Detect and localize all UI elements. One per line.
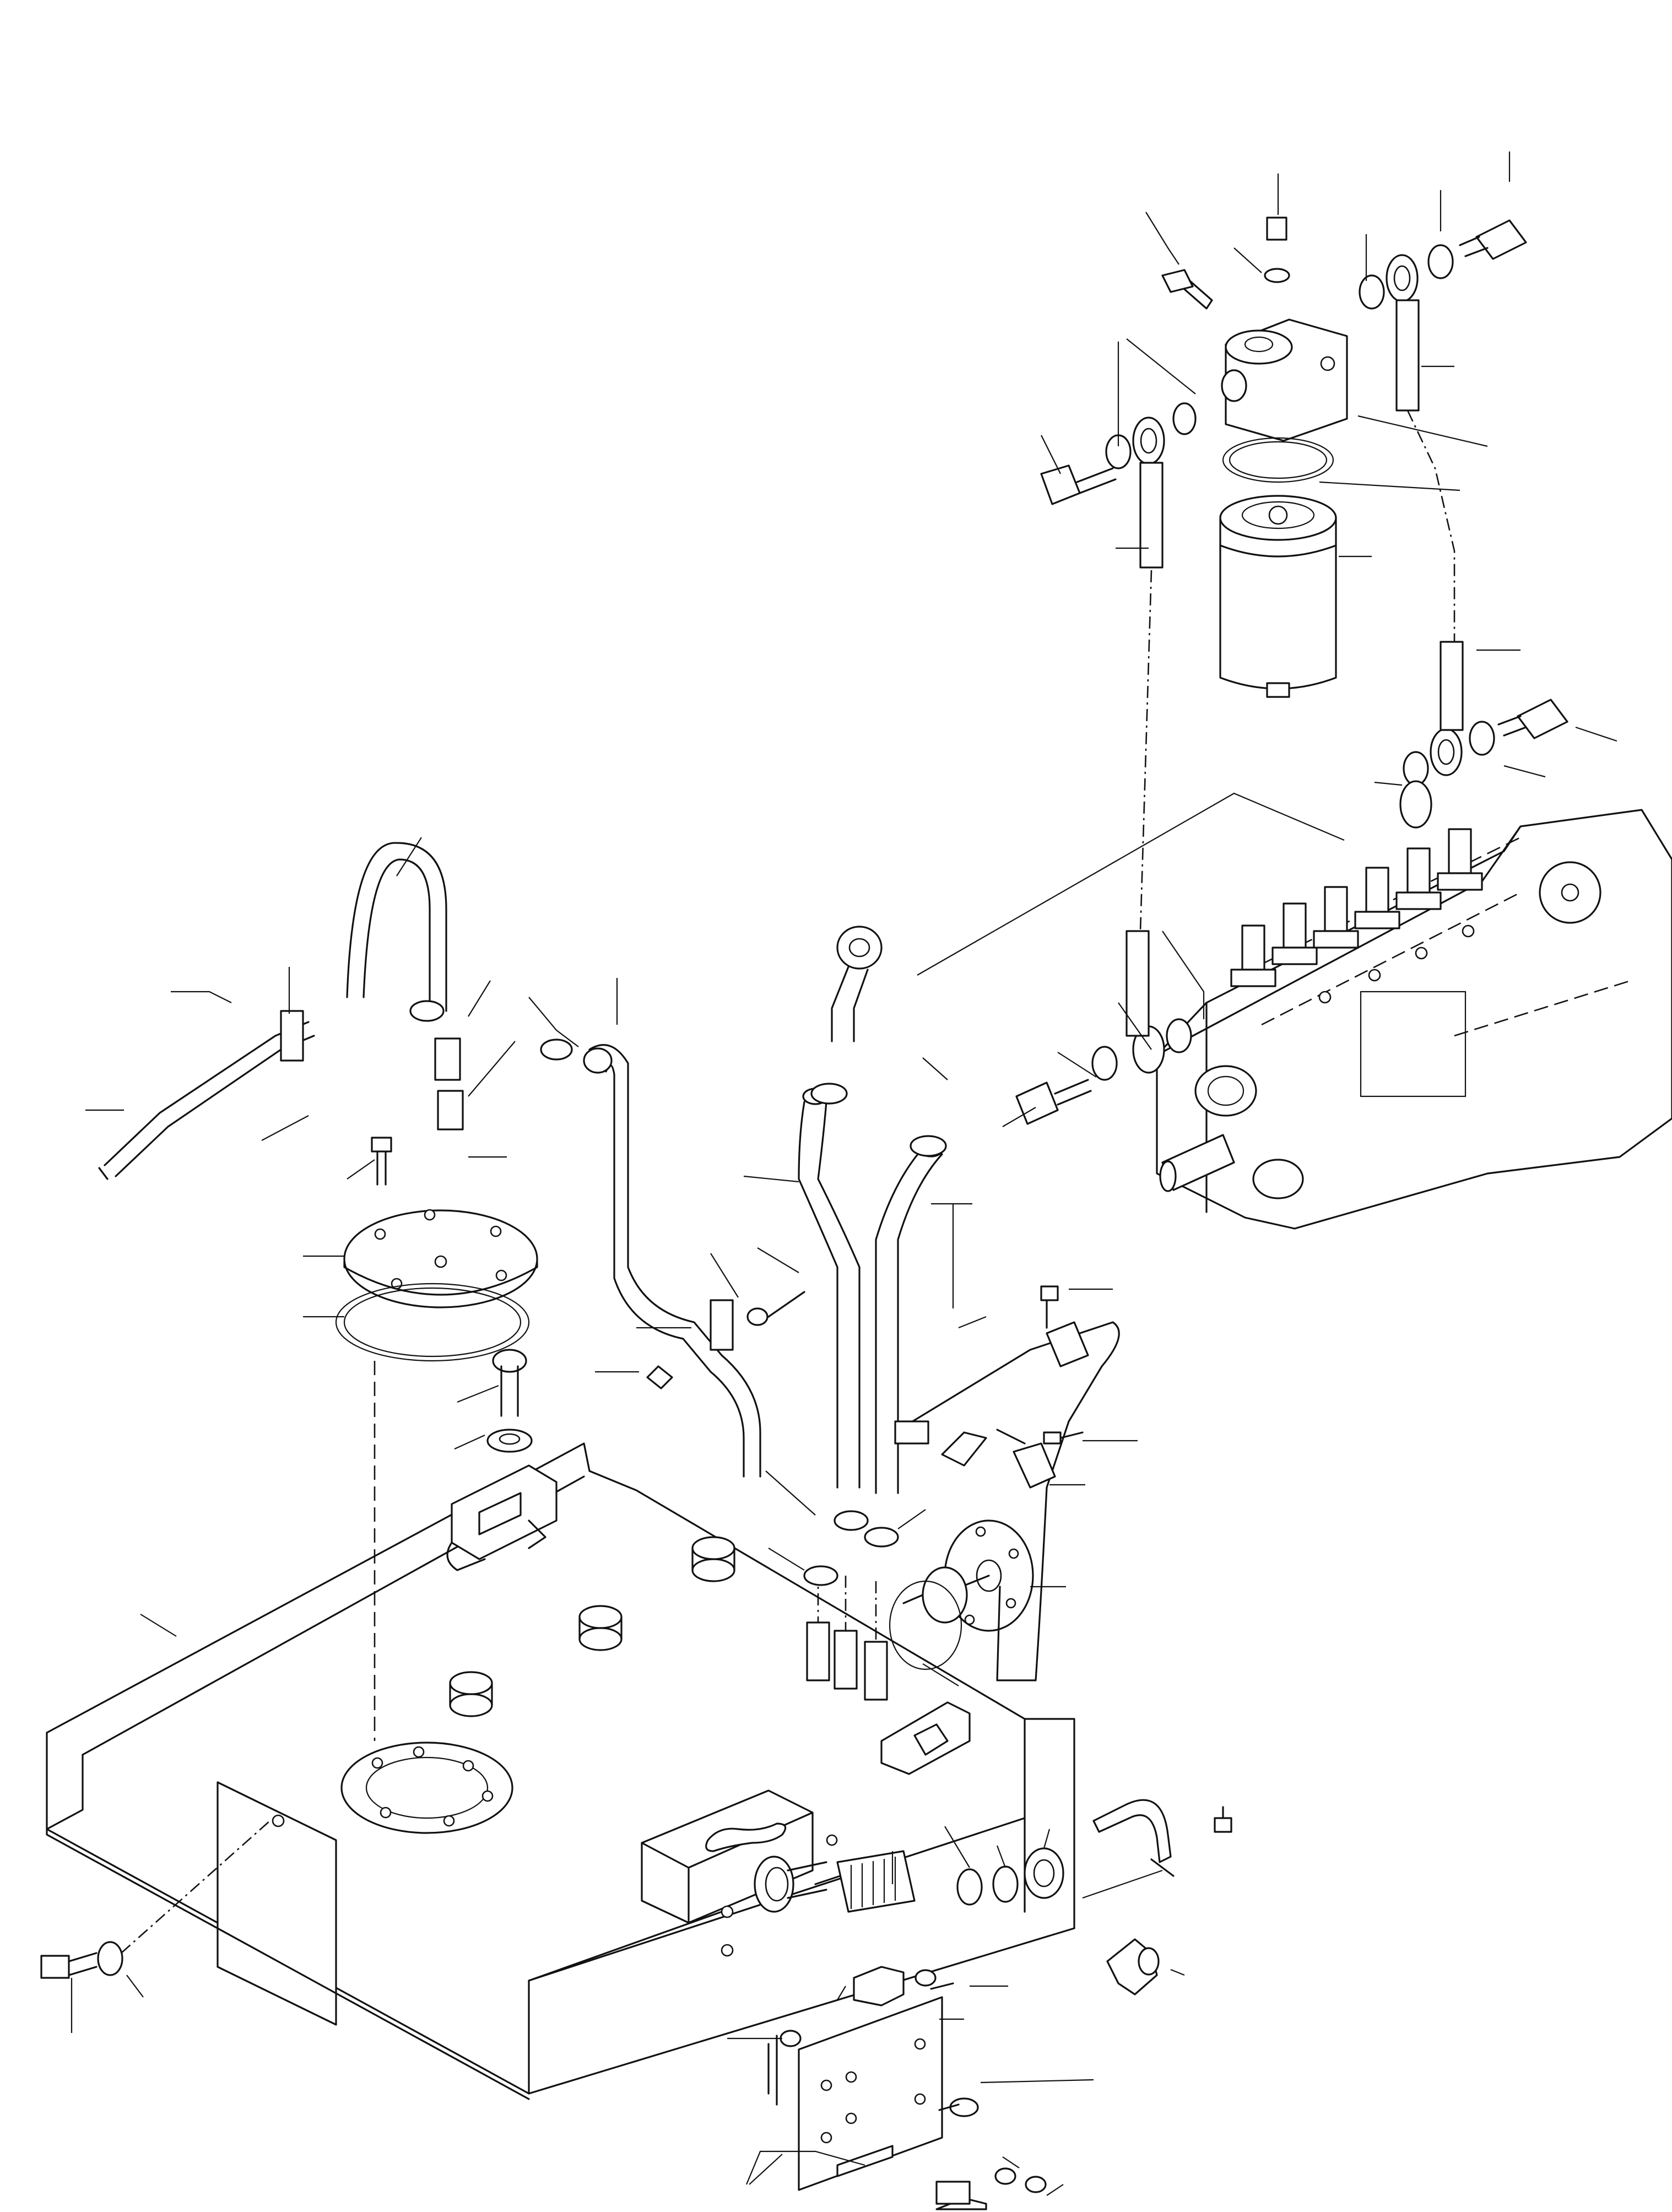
fuel-filter bbox=[1219, 318, 1348, 698]
injection-pump bbox=[1156, 809, 1672, 1230]
outlet-fittings bbox=[40, 1799, 1232, 2210]
filter-fittings bbox=[1015, 217, 1568, 1125]
tank-cap bbox=[335, 1137, 538, 1741]
fuel-tank bbox=[46, 1442, 1075, 2100]
delivery-valve-row bbox=[1230, 828, 1483, 987]
flange-fitting bbox=[889, 1519, 1034, 1670]
fuel-line-dashed-2 bbox=[1406, 410, 1455, 642]
fuel-line-dashed-1 bbox=[1139, 570, 1152, 932]
fuel-hoses bbox=[98, 842, 947, 1701]
callout-leaders bbox=[71, 152, 1617, 2196]
sender-wire-harness bbox=[894, 1285, 1120, 1681]
